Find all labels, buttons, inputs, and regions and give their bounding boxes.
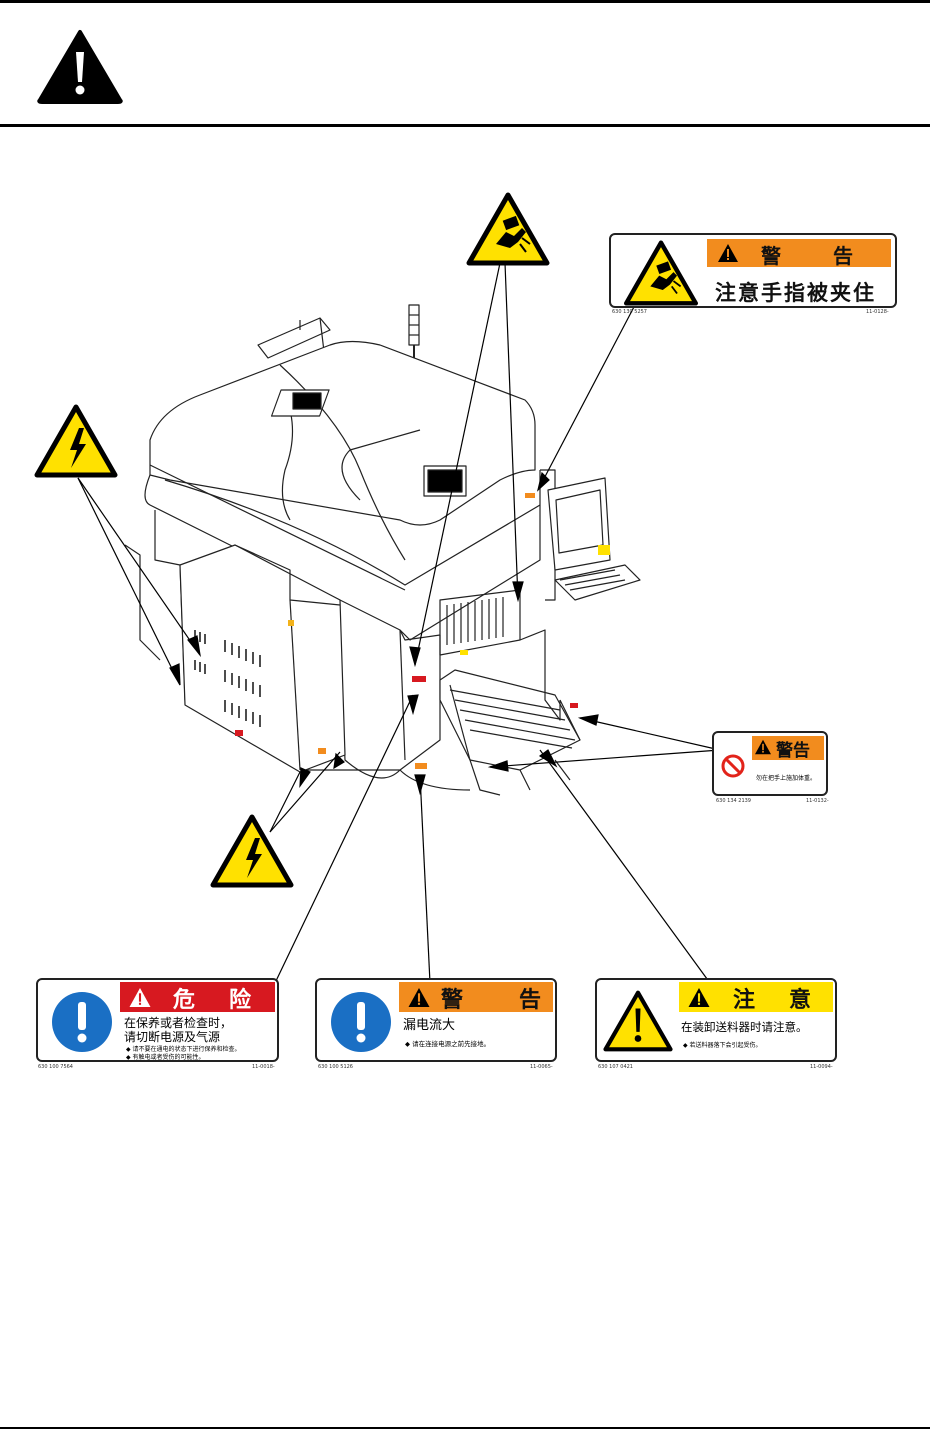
electric-shock-icon [34,404,118,478]
label-header-text: 注 意 [733,982,817,1014]
general-warning-icon [603,988,673,1054]
label-part-number: 630 100 7564 [38,1064,73,1070]
general-warning-icon [717,243,739,263]
label-line-1: 漏电流大 [403,1018,455,1033]
label-part-number: 630 107 0421 [598,1064,633,1070]
label-reference: 11-0094- [810,1064,833,1070]
pinch-warning-label: 警 告 注意手指被夹住 [609,233,897,308]
label-bullet-1: ◆ 请在连接电源之前先接地。 [405,1038,490,1048]
label-reference: 11-0018- [252,1064,275,1070]
label-header-text: 警 告 [441,982,545,1014]
label-main-text: 注意手指被夹住 [715,277,876,307]
label-header-text: 危 险 [173,982,257,1014]
label-part-number: 630 134 2139 [716,798,751,804]
label-part-number: 630 100 5126 [318,1064,353,1070]
general-warning-icon [687,987,711,1008]
label-main-text: 勿在把手上施加体重。 [756,773,816,782]
general-warning-icon [128,987,152,1008]
label-bullet-2: ◆ 有触电或者受伤的可能性。 [126,1052,205,1061]
danger-label: 危 险 在保养或者检查时， 请切断电源及气源 ◆ 请不要在通电的状态下进行保养和… [36,978,279,1062]
label-reference: 11-0128- [866,309,889,315]
label-line-1: 在装卸送料器时请注意。 [681,1020,808,1035]
mandatory-action-icon [50,990,114,1054]
label-reference: 11-0132- [806,798,829,804]
leakage-warning-label: 警 告 漏电流大 ◆ 请在连接电源之前先接地。 [315,978,557,1062]
electric-shock-icon [210,814,294,888]
general-warning-icon [407,987,431,1008]
label-header-text: 警告 [776,736,810,761]
label-reference: 11-0065- [530,1064,553,1070]
hand-pinch-icon [623,240,699,306]
label-header-text: 警 告 [761,240,857,269]
feeder-caution-label: 注 意 在装卸送料器时请注意。 ◆ 若送料器落下会引起受伤。 [595,978,837,1062]
label-line-1: 在保养或者检查时， [124,1016,232,1031]
prohibition-icon [720,753,746,779]
label-line-2: 请切断电源及气源 [124,1030,220,1045]
label-part-number: 630 130 5257 [612,309,647,315]
hand-pinch-icon [466,192,550,266]
handle-warning-label: 警告 勿在把手上施加体重。 [712,731,828,796]
general-warning-icon [754,739,772,755]
mandatory-action-icon [329,990,393,1054]
label-bullet-1: ◆ 若送料器落下会引起受伤。 [683,1040,762,1049]
